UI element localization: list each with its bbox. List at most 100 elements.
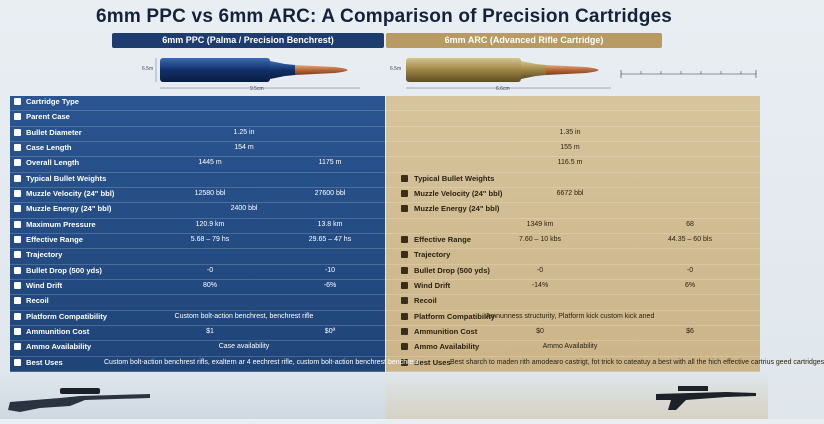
drop-icon [401, 266, 408, 274]
bolt-rifle-icon [8, 388, 150, 412]
gauge-icon [401, 190, 408, 197]
arc-value: Ammo Availability [542, 343, 598, 351]
right-length-dimension: 6.6cm [496, 86, 510, 92]
arc-value: Best sharch to maden rith amodearo castr… [450, 358, 824, 366]
table-row: Recoil Recoil [10, 295, 760, 311]
bullets-icon [401, 174, 408, 182]
table-row: Trajectory Trajectory [10, 249, 760, 265]
case-icon [14, 113, 21, 121]
right-footer [386, 372, 768, 419]
wind-icon [14, 282, 21, 289]
arc-value: 7.60 – 10 kbs [518, 236, 562, 243]
ppc-value: 1445 m [198, 159, 222, 167]
length-icon [14, 159, 21, 167]
arc-value: 6% [684, 282, 696, 289]
ppc-value: $0ª [324, 328, 336, 335]
cost-icon [14, 328, 21, 335]
ppc-value: 27600 bbl [314, 190, 346, 197]
ppc-value: -10 [324, 266, 336, 274]
arc-cartridge-icon [406, 58, 757, 89]
right-column-header: 6mm ARC (Advanced Rifle Cartridge) [386, 33, 662, 48]
row-label: Bullet Drop (500 yds) [26, 265, 102, 275]
table-row: Case Length 154 m 155 m [10, 142, 760, 158]
ppc-value: 12580 bbl [194, 190, 226, 197]
arc-value: 155 m [560, 144, 580, 151]
uses-icon [401, 358, 408, 366]
ppc-value: 13.8 km [317, 220, 343, 228]
bullets-icon [14, 174, 21, 182]
row-label: Bullet Diameter [26, 127, 82, 137]
arc-value: Amnunness structurity, Platform kick cus… [485, 312, 655, 320]
arc-value: -0 [686, 266, 694, 274]
ppc-value: 5.68 – 79 hs [190, 236, 230, 243]
ppc-panel [10, 96, 385, 372]
platform-icon [401, 312, 408, 320]
ppc-value: Custom bolt-action benchrest rifls, exal… [104, 358, 419, 366]
wind-icon [401, 282, 408, 289]
left-length-dimension: 9.5cm [250, 86, 264, 92]
ppc-value: 29.65 – 47 hs [308, 236, 352, 243]
availability-icon [401, 343, 408, 351]
arc-value: -14% [531, 282, 549, 289]
left-cartridge-illustration: 9.5cm 6.5m [120, 48, 380, 98]
table-row: Cartridge Type [10, 96, 760, 112]
ppc-value: 1175 m [318, 159, 342, 167]
row-label: Typical Bullet Weights [26, 173, 107, 183]
platform-icon [14, 312, 21, 320]
table-row: Ammo Availability Ammo Availability Case a… [10, 341, 760, 357]
row-label: Maximum Pressure [26, 219, 96, 229]
arc-value: 1349 km [526, 220, 554, 228]
right-row-label: Ammo Availability [414, 342, 480, 352]
trajectory-icon [14, 251, 21, 259]
recoil-icon [14, 297, 21, 305]
ppc-value: Custom bolt-action benchrest, benchrest … [174, 312, 314, 320]
row-label: Best Uses [26, 357, 63, 367]
right-row-label: Wind Drift [414, 281, 451, 290]
row-label: Case Length [26, 143, 72, 152]
table-row: Maximum Pressure 120.9 km 13.8 km 1349 km 68 [10, 219, 760, 234]
ppc-value: 80% [202, 282, 217, 289]
right-row-label: Recoil [414, 296, 437, 306]
table-row: Muzzle Velocity (24" bbl)Muzzle Velocity… [10, 188, 760, 204]
ppc-value: Case availability [218, 343, 270, 351]
arc-value: $6 [686, 328, 694, 335]
row-label: Recoil [26, 296, 49, 306]
right-row-label: Trajectory [414, 250, 451, 260]
bullet-icon [14, 128, 21, 136]
ppc-value: -6% [323, 282, 337, 289]
right-row-label: Ammunition Cost [414, 327, 478, 336]
ar-rifle-icon [656, 386, 756, 410]
arc-value: 44.35 – 60 bls [668, 236, 712, 243]
ppc-value: 1.25 in [233, 128, 255, 136]
target-icon [14, 236, 21, 243]
left-footer [0, 372, 386, 419]
right-row-label: Platform Compatibility [414, 311, 496, 321]
page-title: 6mm PPC vs 6mm ARC: A Comparison of Prec… [95, 6, 673, 27]
row-label: Trajectory [26, 250, 63, 260]
ppc-value: 2400 bbl [230, 205, 258, 213]
right-cartridge-illustration: 6.6cm 6.5m [386, 48, 766, 98]
row-label: Parent Case [26, 112, 70, 122]
row-label: Effective Range [26, 235, 83, 244]
pressure-icon [14, 220, 21, 228]
row-label: Cartridge Type [26, 97, 80, 106]
ppc-cartridge-icon [155, 58, 360, 89]
arc-value: 68 [686, 220, 694, 228]
row-label: Ammunition Cost [26, 327, 90, 336]
ppc-value: 120.9 km [195, 220, 225, 228]
gauge-icon [401, 205, 408, 213]
row-label: Wind Drift [26, 281, 63, 290]
target-icon [401, 236, 408, 243]
row-label: Muzzle Velocity (24" bbl) [26, 189, 115, 198]
row-label: Muzzle Energy (24" bbl) [26, 204, 112, 214]
row-label: Overall Length [26, 158, 80, 168]
ppc-value: 154 m [234, 144, 254, 151]
right-side-dimension: 6.5m [390, 66, 402, 72]
